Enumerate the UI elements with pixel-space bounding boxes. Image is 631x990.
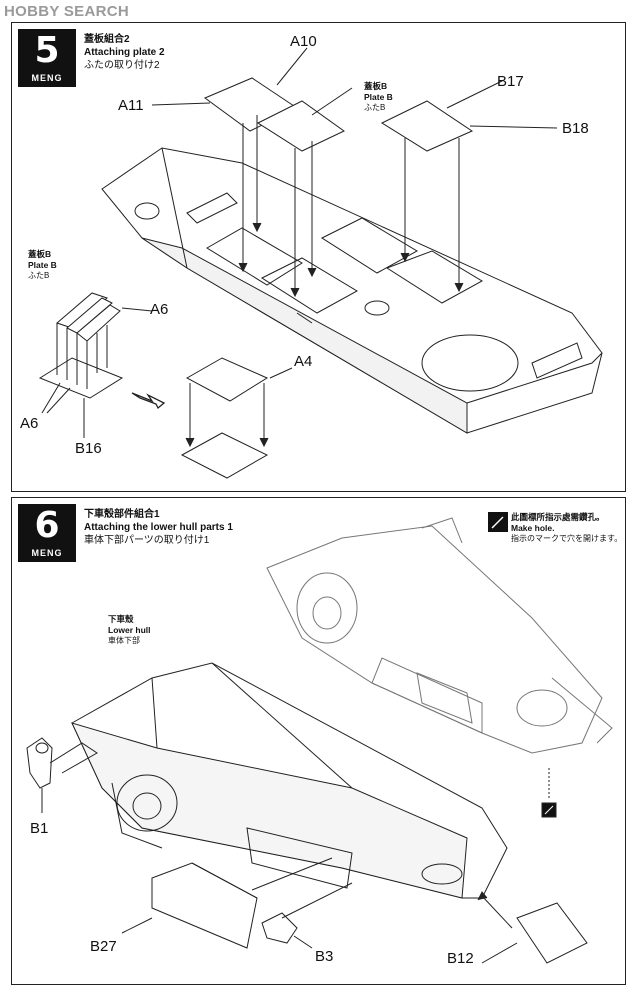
- plate-b-label: 蓋板B Plate B ふたB: [28, 249, 57, 280]
- brand-logo: MENG: [31, 548, 63, 558]
- part-label-a4: A4: [294, 353, 313, 370]
- part-label-b12: B12: [447, 950, 474, 967]
- step-title-zh: 下車殼部件組合1: [84, 509, 160, 520]
- step-badge: 5 MENG: [18, 29, 76, 87]
- part-label-a6: A6: [150, 301, 169, 318]
- step-title-en: Attaching plate 2: [84, 47, 165, 58]
- part-label-a10: A10: [290, 33, 317, 50]
- part-label-a11: A11: [118, 97, 144, 114]
- watermark: HOBBY SEARCH: [4, 3, 130, 20]
- step-title-ja: ふたの取り付け2: [84, 60, 160, 71]
- plate-b-label: 蓋板B Plate B ふたB: [364, 81, 393, 112]
- part-label-b3: B3: [315, 948, 334, 965]
- part-label-a6: A6: [20, 415, 39, 432]
- step-6-panel: 6 MENG 下車殼部件組合1 Attaching the lower hull…: [11, 497, 626, 985]
- step-5-diagram: [38, 47, 603, 479]
- step-number: 6: [34, 505, 60, 546]
- step-6-diagram: [26, 517, 613, 964]
- step-title-zh: 蓋板組合2: [84, 34, 130, 45]
- drill-note: 此圖標所指示處需鑽孔。 Make hole. 指示のマークで穴を開けます。: [511, 512, 623, 543]
- part-label-b18: B18: [562, 120, 589, 137]
- drill-icon: [488, 512, 508, 532]
- part-label-b27: B27: [90, 938, 117, 955]
- step-title: 下車殼部件組合1 Attaching the lower hull parts …: [84, 508, 233, 547]
- step-title: 蓋板組合2 Attaching plate 2 ふたの取り付け2: [84, 33, 165, 72]
- step-title-en: Attaching the lower hull parts 1: [84, 522, 233, 533]
- step-5-panel: 5 MENG 蓋板組合2 Attaching plate 2 ふたの取り付け2: [11, 22, 626, 492]
- step-title-ja: 車体下部パーツの取り付け1: [84, 535, 210, 546]
- part-label-b16: B16: [75, 440, 102, 457]
- lower-hull-label: 下車殼 Lower hull 車体下部: [108, 614, 151, 645]
- step-number: 5: [34, 30, 60, 71]
- step-badge: 6 MENG: [18, 504, 76, 562]
- part-label-b17: B17: [497, 73, 524, 90]
- brand-logo: MENG: [31, 73, 63, 83]
- part-label-b1: B1: [30, 820, 49, 837]
